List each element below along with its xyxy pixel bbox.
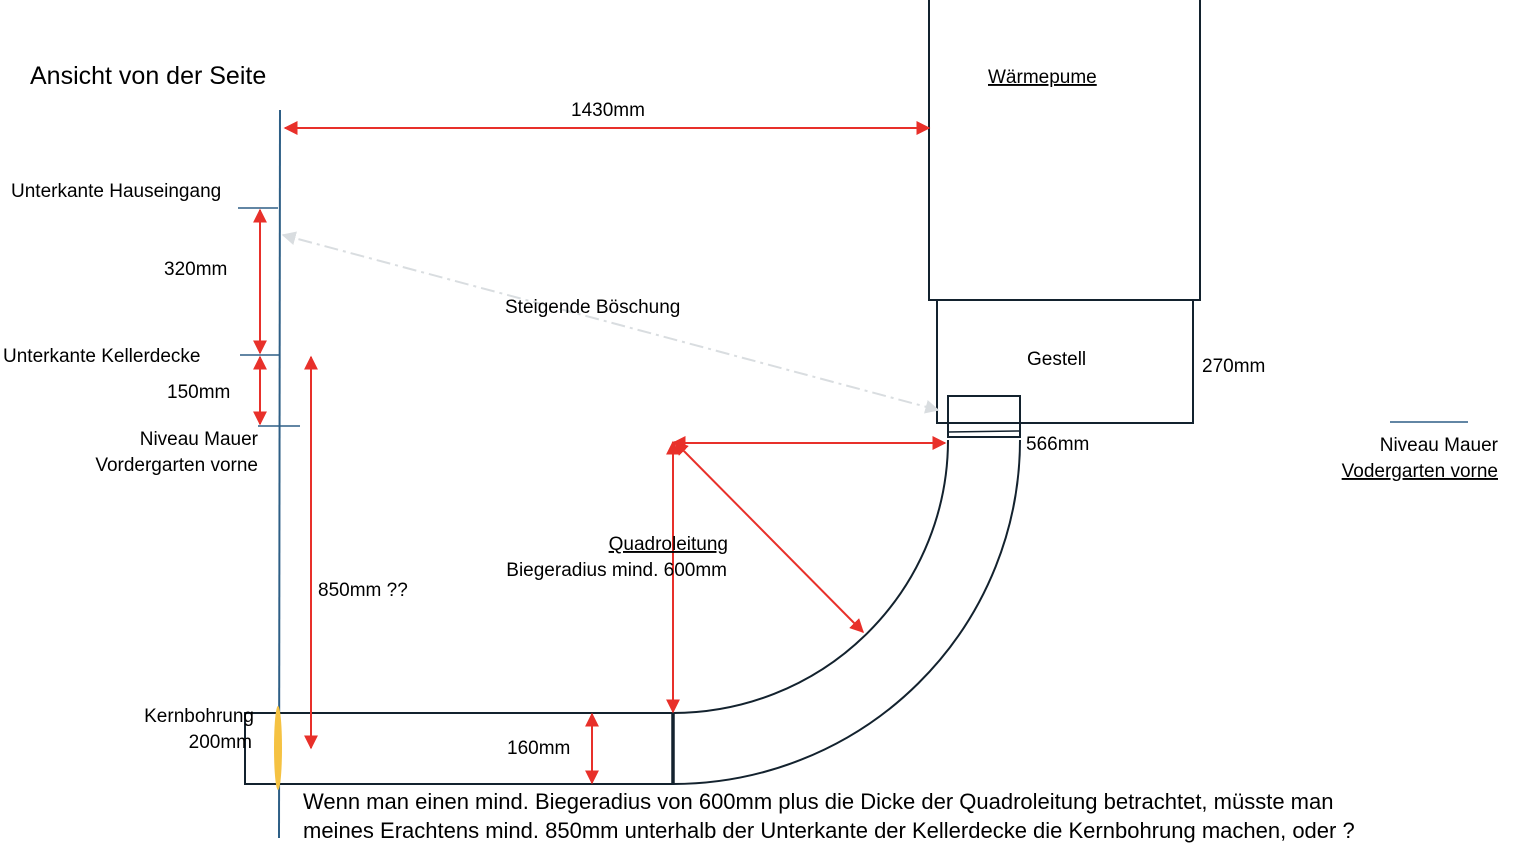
- label-unterkante-hauseingang: Unterkante Hauseingang: [11, 181, 221, 202]
- label-850: 850mm ??: [318, 580, 408, 601]
- diagram-title: Ansicht von der Seite: [30, 62, 266, 90]
- pipe-outlet-box: [947, 395, 1021, 438]
- waermepumpe-box: [928, 0, 1201, 301]
- label-gestell: Gestell: [1027, 349, 1086, 370]
- label-270: 270mm: [1202, 356, 1265, 377]
- label-160: 160mm: [507, 738, 570, 759]
- pipe-bend-inner: [672, 439, 949, 714]
- label-150: 150mm: [167, 382, 230, 403]
- label-niveau-mauer-left-1: Niveau Mauer: [140, 429, 259, 450]
- pipe-outlet-line: [947, 430, 1021, 433]
- slope-arrow: [281, 231, 940, 414]
- note-line-1: Wenn man einen mind. Biegeradius von 600…: [303, 789, 1333, 814]
- label-kernbohrung-2: 200mm: [189, 732, 252, 753]
- pipe-bend-outer: [672, 439, 1021, 785]
- label-niveau-mauer-right-1: Niveau Mauer: [1380, 435, 1499, 456]
- label-niveau-mauer-right-2: Vodergarten vorne: [1342, 461, 1498, 482]
- label-unterkante-kellerdecke: Unterkante Kellerdecke: [3, 346, 201, 367]
- note-line-2: meines Erachtens mind. 850mm unterhalb d…: [303, 818, 1355, 843]
- label-320: 320mm: [164, 259, 227, 280]
- pipe-straight: [244, 712, 674, 785]
- label-steigende-boeschung: Steigende Böschung: [505, 297, 680, 318]
- label-566: 566mm: [1026, 434, 1089, 455]
- label-niveau-mauer-left-2: Vordergarten vorne: [95, 455, 258, 476]
- label-kernbohrung-1: Kernbohrung: [144, 706, 254, 727]
- kernbohrung-marker: [274, 706, 282, 790]
- dim-arrow-bend-radius: [674, 441, 864, 633]
- label-quadroleitung: Quadroleitung: [609, 534, 728, 555]
- label-biegeradius: Biegeradius mind. 600mm: [506, 560, 727, 581]
- label-waermepumpe: Wärmepume: [988, 67, 1097, 88]
- label-1430: 1430mm: [571, 100, 645, 121]
